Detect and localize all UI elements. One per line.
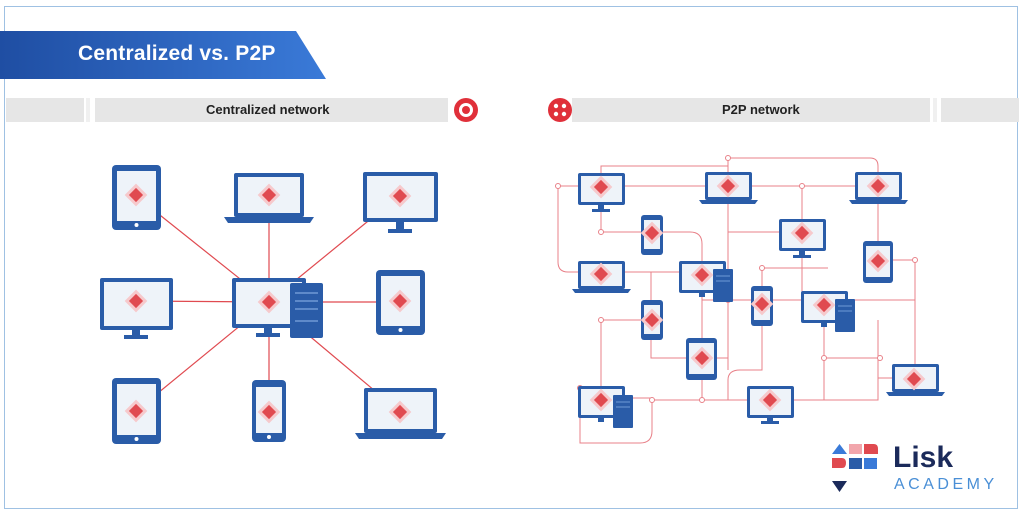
central-monitor-tr bbox=[363, 172, 438, 233]
p2p-junctions bbox=[555, 155, 918, 403]
slide-border bbox=[4, 6, 1018, 509]
page-title: Centralized vs. P2P bbox=[78, 42, 276, 65]
p2p-server-1 bbox=[679, 261, 733, 302]
centralized-bar bbox=[6, 98, 84, 122]
p2p-server-3 bbox=[578, 386, 633, 428]
central-server bbox=[232, 278, 323, 338]
central-tablet-mr bbox=[376, 270, 425, 335]
p2p-tablet-2 bbox=[686, 338, 717, 380]
central-laptop-br bbox=[355, 388, 446, 439]
p2p-monitor-1 bbox=[578, 173, 625, 212]
brand-name: Lisk bbox=[893, 441, 954, 474]
p2p-section-label: P2P network bbox=[722, 102, 800, 117]
brand-subtitle: ACADEMY bbox=[894, 476, 998, 493]
p2p-laptop-4 bbox=[886, 364, 945, 396]
central-tablet-bl bbox=[112, 378, 161, 444]
p2p-monitor-3 bbox=[747, 386, 794, 424]
central-laptop-tc bbox=[224, 173, 314, 223]
lisk-logo-icon bbox=[832, 444, 878, 492]
title-banner bbox=[0, 31, 326, 79]
centralized-section-label: Centralized network bbox=[206, 102, 330, 117]
p2p-phone-2 bbox=[640, 300, 664, 340]
centralized-icon bbox=[454, 98, 478, 122]
p2p-icon bbox=[548, 98, 572, 122]
p2p-monitor-2 bbox=[779, 219, 826, 258]
central-tablet-tl bbox=[112, 165, 161, 230]
central-monitor-ml bbox=[100, 278, 173, 339]
central-phone-bc bbox=[252, 380, 286, 442]
p2p-tablet-1 bbox=[863, 241, 893, 283]
p2p-server-2 bbox=[801, 291, 855, 332]
p2p-phone-1 bbox=[640, 215, 664, 255]
p2p-laptop-3 bbox=[572, 261, 631, 293]
p2p-laptop-1 bbox=[699, 172, 758, 204]
p2p-phone-3 bbox=[750, 286, 774, 326]
p2p-bar bbox=[572, 98, 930, 122]
p2p-laptop-2 bbox=[849, 172, 908, 204]
